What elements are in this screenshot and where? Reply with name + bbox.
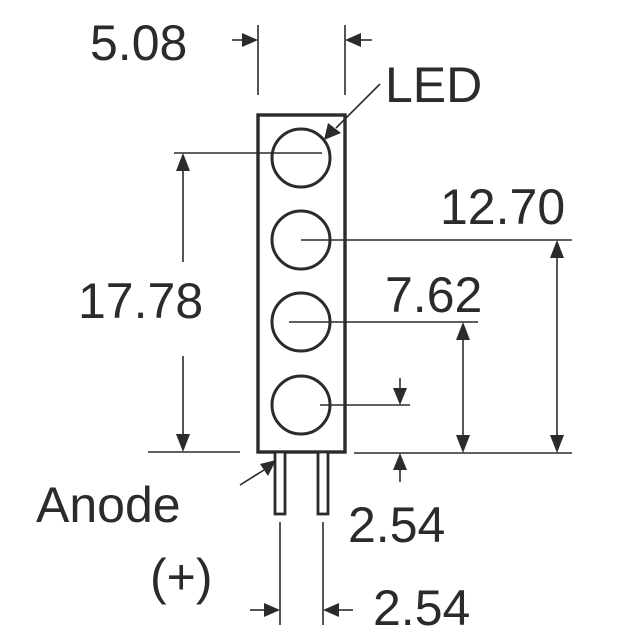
led-label: LED <box>385 57 482 113</box>
led-leader <box>324 83 381 140</box>
dimension-pin-height <box>320 378 410 482</box>
cathode-pin <box>316 450 330 516</box>
pin-pitch-label: 2.54 <box>373 580 470 636</box>
width-dimension <box>232 25 372 95</box>
dimension-17-78-label: 17.78 <box>78 273 203 329</box>
anode-pin <box>273 450 287 516</box>
dimension-7-62 <box>289 321 478 453</box>
dimension-7-62-label: 7.62 <box>385 267 482 323</box>
led-1 <box>270 127 332 189</box>
dimension-12-70-label: 12.70 <box>440 179 565 235</box>
width-dimension-label: 5.08 <box>90 15 187 71</box>
pitch-dimension <box>250 522 353 625</box>
anode-label: Anode <box>36 477 181 533</box>
dimension-17-78 <box>148 152 322 453</box>
anode-leader <box>239 460 276 486</box>
anode-polarity-label: (+) <box>150 549 213 605</box>
pin-height-label: 2.54 <box>348 497 445 553</box>
